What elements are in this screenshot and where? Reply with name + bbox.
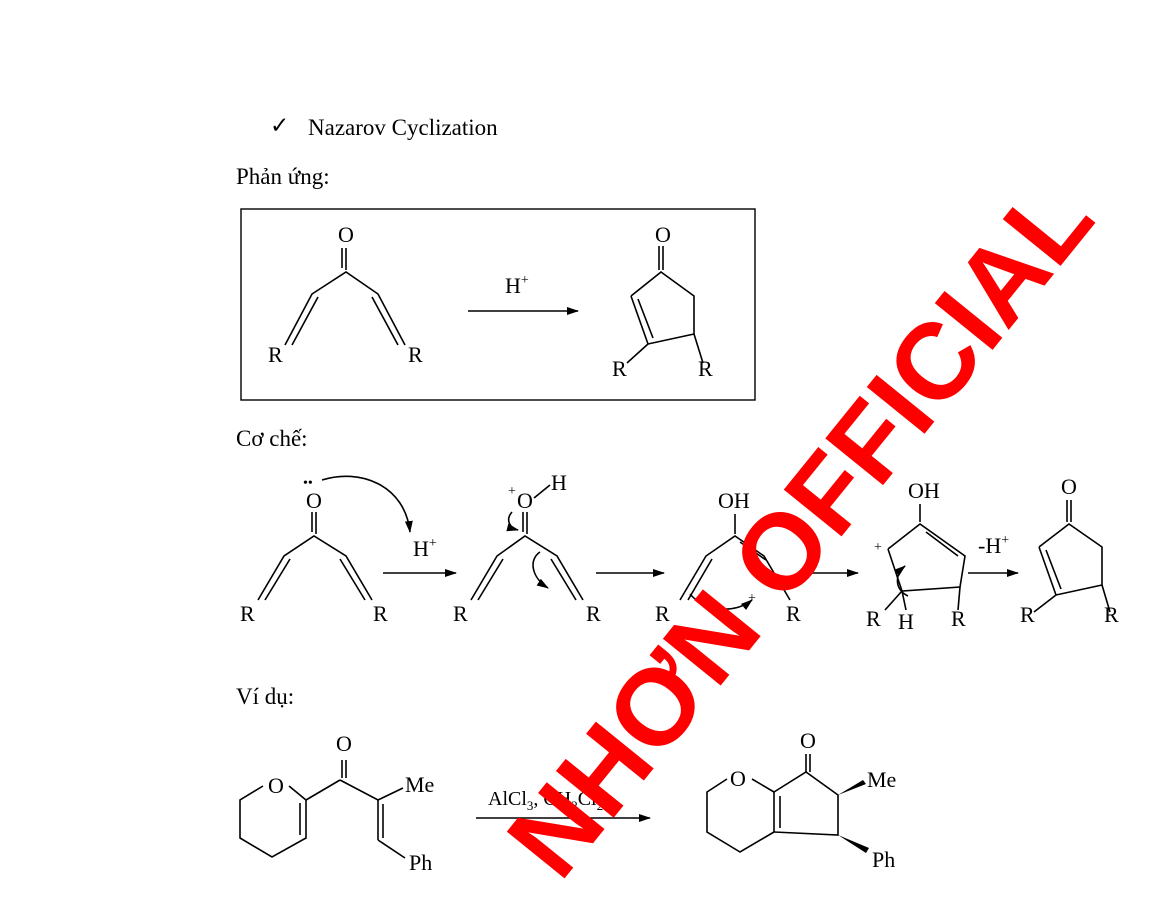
reaction-label: Phản ứng:	[236, 164, 330, 189]
plus-charge: +	[748, 591, 756, 606]
methyl-label: Me	[405, 772, 434, 797]
example-label: Ví dụ:	[236, 684, 295, 709]
checkmark-icon: ✓	[270, 113, 290, 138]
hydroxyl-label: OH	[718, 488, 750, 513]
mechanism-step-2: + O H R R	[453, 470, 601, 626]
reaction-box	[240, 208, 756, 401]
oxygen-label: O	[655, 222, 671, 247]
substituent-label: R	[240, 601, 255, 626]
example-reactant: O O Me Ph	[239, 731, 434, 875]
oxygen-label: O	[1061, 474, 1077, 499]
mechanism-step-3: OH R R +	[655, 488, 801, 626]
substituent-label: R	[612, 356, 627, 381]
substituent-label: R	[268, 342, 283, 367]
example-product: O O Me Ph	[706, 728, 896, 872]
reagent-label: AlCl3, CH2Cl2	[488, 788, 603, 813]
reaction-arrow: H+	[468, 273, 579, 315]
deprotonation-label: -H+	[978, 533, 1009, 558]
catalyst-label: H+	[505, 273, 529, 298]
product-cyclopentenone: O R R	[612, 222, 713, 381]
proton-label: H+	[413, 536, 437, 561]
mechanism-label: Cơ chế:	[236, 426, 308, 451]
substituent-label: R	[586, 601, 601, 626]
substituent-label: R	[408, 342, 423, 367]
substituent-label: R	[786, 601, 801, 626]
oxygen-label: O	[517, 488, 533, 513]
phenyl-label: Ph	[872, 847, 895, 872]
substituent-label: R	[698, 356, 713, 381]
oxygen-label: O	[800, 728, 816, 753]
hydrogen-label: H	[551, 470, 567, 495]
reactant-divinyl-ketone: O R R	[268, 222, 423, 367]
mechanism-step-1: •• O R R H+	[240, 475, 437, 626]
oxygen-label: O	[336, 731, 352, 756]
section-heading: Nazarov Cyclization	[308, 115, 498, 140]
substituent-label: R	[373, 601, 388, 626]
hydrogen-label: H	[898, 609, 914, 634]
watermark: NHƠN OFFICIAL	[484, 159, 1116, 898]
oxygen-label: O	[338, 222, 354, 247]
oxygen-label: O	[306, 488, 322, 513]
substituent-label: R	[1020, 602, 1035, 627]
plus-charge: +	[874, 540, 882, 555]
deprotonation-arrow: -H+	[968, 533, 1019, 577]
phenyl-label: Ph	[409, 850, 432, 875]
methyl-label: Me	[867, 767, 896, 792]
hydroxyl-label: OH	[908, 478, 940, 503]
oxygen-label: O	[268, 773, 284, 798]
substituent-label: R	[1104, 602, 1119, 627]
plus-charge: +	[508, 484, 516, 499]
oxygen-label: O	[730, 766, 746, 791]
mechanism-step-4: OH + R H R	[866, 478, 966, 634]
example-arrow: AlCl3, CH2Cl2	[476, 788, 651, 822]
lone-pair: ••	[303, 476, 313, 491]
substituent-label: R	[453, 601, 468, 626]
mechanism-product: O R R	[1020, 474, 1119, 627]
substituent-label: R	[655, 601, 670, 626]
substituent-label: R	[866, 606, 881, 631]
substituent-label: R	[951, 606, 966, 631]
